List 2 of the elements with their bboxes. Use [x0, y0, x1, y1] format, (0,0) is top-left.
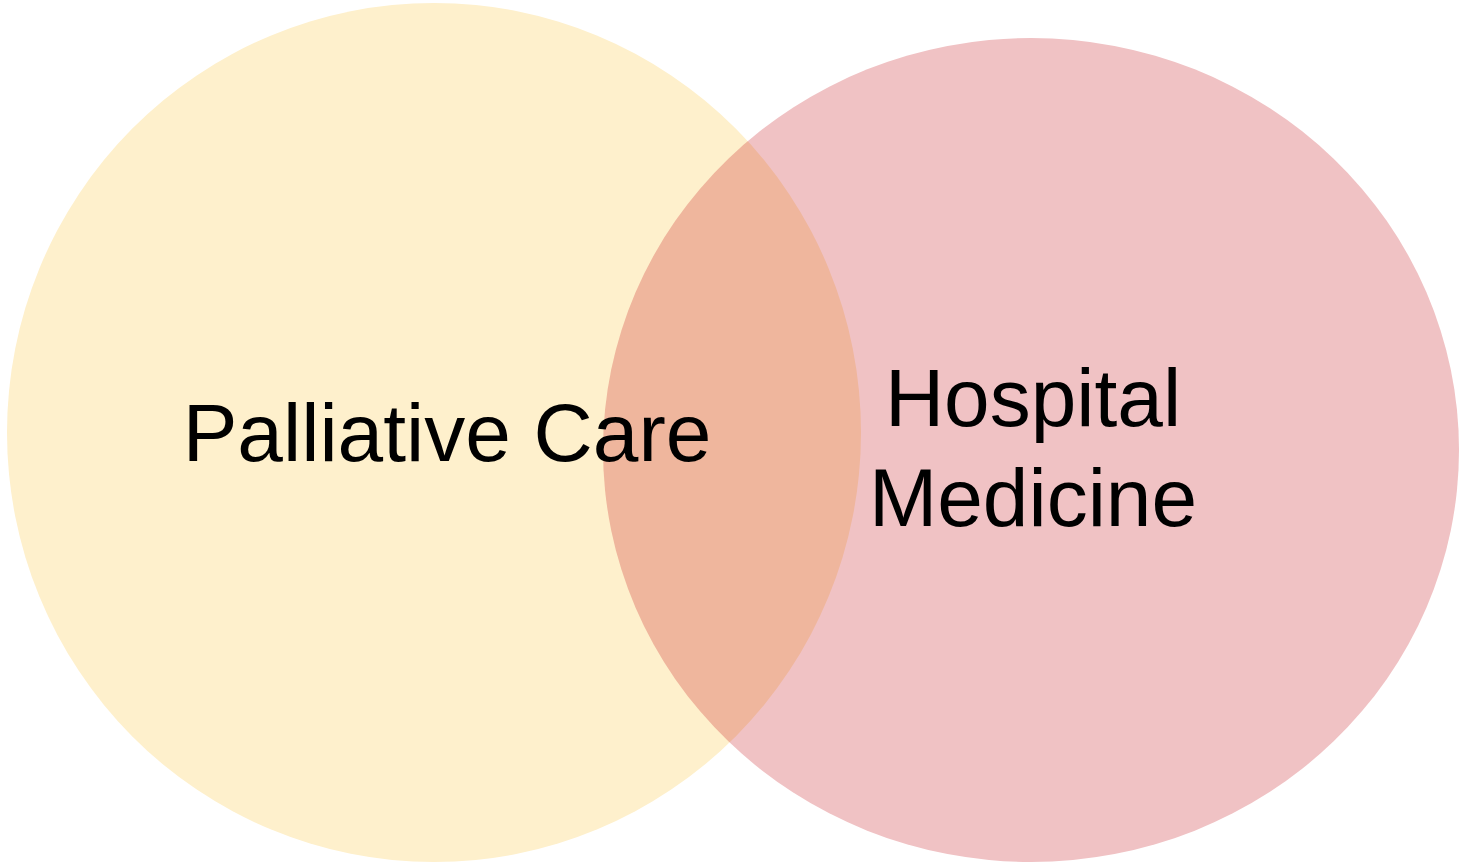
circle-label: Hospital Medicine	[867, 351, 1199, 545]
circle-label: Palliative Care	[181, 386, 713, 480]
